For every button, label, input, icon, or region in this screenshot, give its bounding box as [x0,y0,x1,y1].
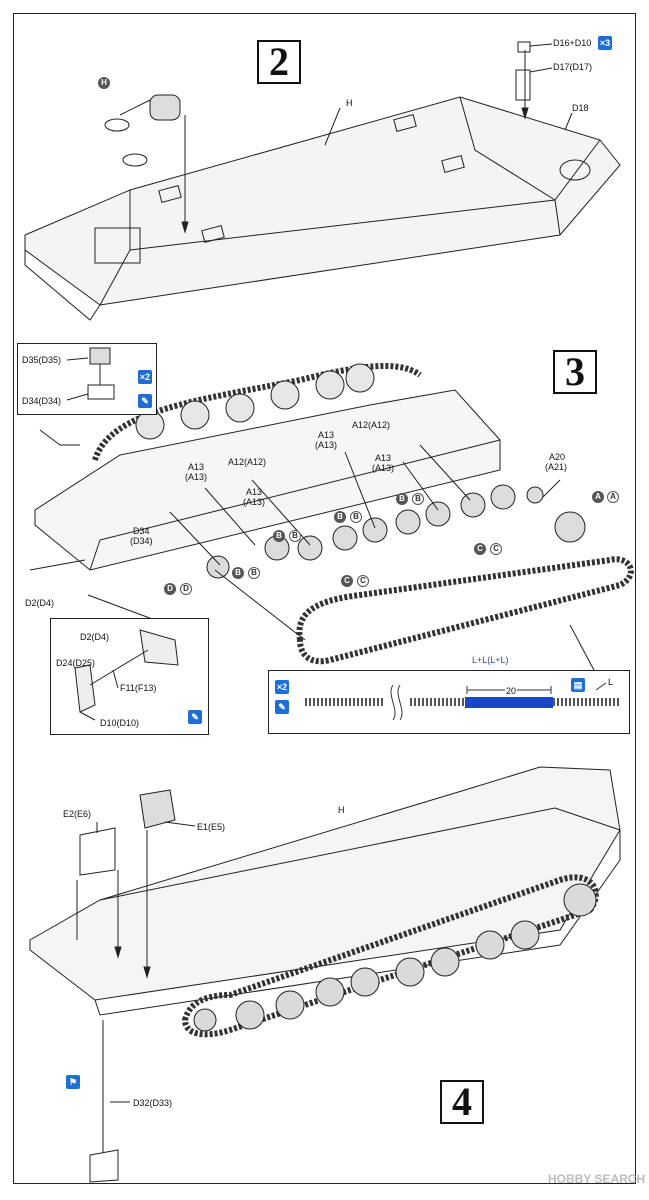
label-d16-d10: D16+D10 [553,38,592,48]
label-d32: D32(D33) [133,1098,173,1108]
label-d18: D18 [572,103,589,113]
marker-b-1-paren: B [248,567,260,579]
label-a13-mid: A13 [246,487,263,497]
glue-icon: ✎ [138,394,152,408]
marker-b-4-paren: B [412,493,424,505]
marker-c-1: C [341,575,353,587]
marker-c-2: C [474,543,486,555]
label-f11: F11(F13) [120,683,157,693]
marker-c-1-paren: C [357,575,369,587]
times-two-badge: ×2 [138,370,152,384]
label-d34-main: D34 [133,526,150,536]
label-d34: D34(D34) [22,396,62,406]
label-d35: D35(D35) [22,355,62,365]
label-e1: E1(E5) [197,822,226,832]
glue-icon-inset: ✎ [188,710,202,724]
label-a13-right-paren: (A13) [372,463,395,473]
hobby-search-watermark: HOBBY SEARCH [548,1172,646,1186]
marker-c-2-paren: C [490,543,502,555]
label-a21: (A21) [545,462,568,472]
label-a20: A20 [549,452,566,462]
marker-a-paren: A [607,491,619,503]
label-hull-h: H [346,98,353,108]
label-a13-upper-paren: (A13) [315,440,338,450]
step4-hull-drawing [29,766,621,1183]
marker-b-2-paren: B [289,530,301,542]
label-d10: D10(D10) [100,718,140,728]
marker-b-1: B [232,567,244,579]
label-inset-d2: D2(D4) [80,632,110,642]
label-e2: E2(E6) [63,809,92,819]
inset-d35-d34 [17,343,157,415]
marker-d: D [164,583,176,595]
paint-blue-icon: ▤ [571,678,585,692]
label-a12-left: A12(A12) [228,457,267,467]
label-track: L+L(L+L) [472,655,509,665]
label-d24: D24(D25) [56,658,96,668]
label-d17: D17(D17) [553,62,593,72]
label-a13-right: A13 [375,453,392,463]
glue-icon-track: ✎ [275,700,289,714]
times-two-badge-track: ×2 [275,680,289,694]
marker-a: A [592,491,604,503]
marker-b-3-paren: B [350,511,362,523]
step-number-3: 3 [553,350,597,394]
label-20-links: 20 [505,686,518,696]
optional-part-icon: ⚑ [66,1075,80,1089]
label-a13-upper: A13 [318,430,335,440]
label-d2: D2(D4) [25,598,55,608]
marker-b-3: B [334,511,346,523]
marker-b-4: B [396,493,408,505]
page-frame [13,13,636,1184]
label-track-l: L [608,677,614,687]
label-hull-h-step4: H [338,805,345,815]
times-three-badge: ×3 [598,36,612,50]
marker-b-2: B [273,530,285,542]
label-d34-main-paren: (D34) [130,536,153,546]
label-a13-left: A13 [188,462,205,472]
label-a12-right: A12(A12) [352,420,391,430]
step-number-4: 4 [440,1080,484,1124]
step2-hull-drawing [24,41,621,321]
part-h-marker: H [98,77,110,89]
marker-d-paren: D [180,583,192,595]
label-a13-left-paren: (A13) [185,472,208,482]
step3-suspension-drawing [29,362,634,673]
label-a13-mid-paren: (A13) [243,497,266,507]
step-number-2: 2 [257,40,301,84]
